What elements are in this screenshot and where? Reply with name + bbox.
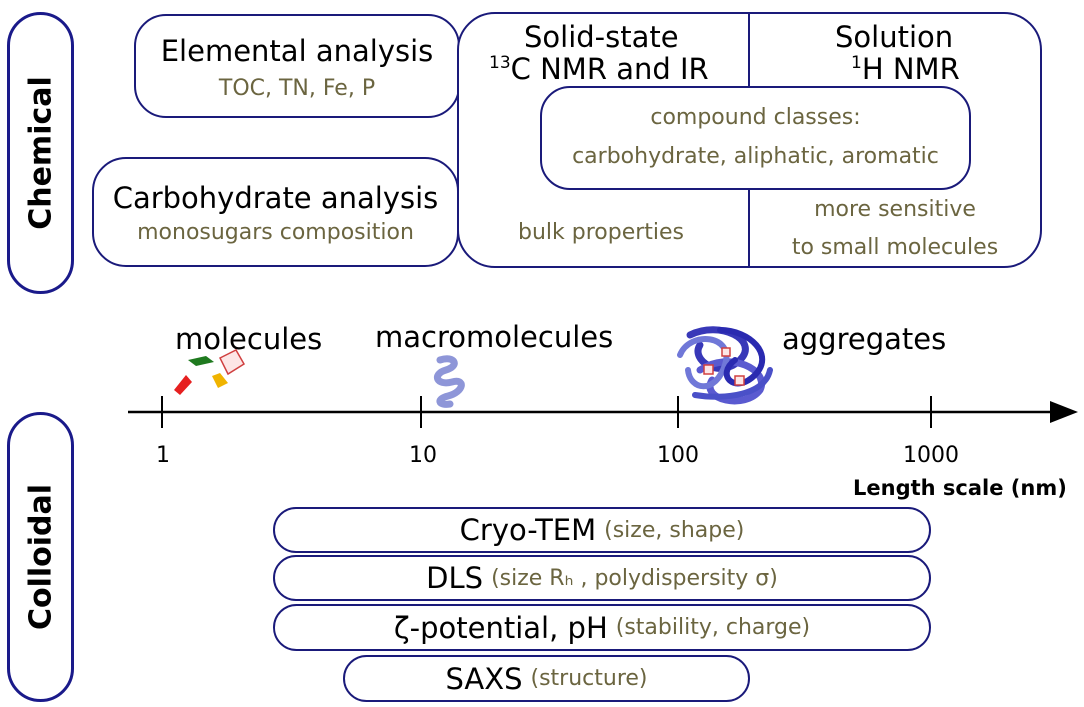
tick-label-10: 10 xyxy=(409,443,437,468)
elemental-analysis-title: Elemental analysis xyxy=(160,34,434,68)
solid-state-line1: Solid-state xyxy=(524,20,679,54)
method-saxs: SAXS (structure) xyxy=(343,655,750,702)
bulk-properties: bulk properties xyxy=(518,220,685,245)
compound-classes-box: compound classes: carbohydrate, aliphati… xyxy=(540,86,971,190)
sensitive-line1: more sensitive xyxy=(814,197,976,222)
solution-line1: Solution xyxy=(835,20,954,54)
aggregate-icon xyxy=(677,326,773,405)
colloidal-side-box: Colloidal xyxy=(7,412,74,702)
compound-classes-line2: carbohydrate, aliphatic, aromatic xyxy=(572,144,939,169)
tick-label-1: 1 xyxy=(156,443,170,468)
axis-label: Length scale (nm) xyxy=(853,476,1067,500)
method-cryo-tem-detail: (size, shape) xyxy=(604,517,745,543)
compound-classes-line1: compound classes: xyxy=(650,105,861,130)
axis-arrowhead xyxy=(1050,401,1078,423)
molecule-green-icon xyxy=(188,356,214,366)
scale-category-aggregates: aggregates xyxy=(782,322,947,356)
molecule-red-icon xyxy=(174,375,192,395)
method-zeta-potential: ζ-potential, pH (stability, charge) xyxy=(273,604,931,651)
method-zeta-potential-detail: (stability, charge) xyxy=(615,615,811,640)
method-dls: DLS (size Rₕ , polydispersity σ) xyxy=(273,555,931,601)
nmr-divider-top xyxy=(748,13,750,95)
carbohydrate-analysis-detail: monosugars composition xyxy=(137,220,414,245)
solid-state-sup: 13 xyxy=(489,53,511,73)
method-dls-detail: (size Rₕ , polydispersity σ) xyxy=(491,565,778,591)
method-cryo-tem-name: Cryo-TEM xyxy=(459,513,597,547)
macromolecule-icon xyxy=(434,355,465,408)
method-saxs-name: SAXS xyxy=(445,661,523,696)
solid-state-line2-text: C NMR and IR xyxy=(510,52,709,86)
chemical-side-label: Chemical xyxy=(23,76,58,230)
scale-category-macromolecules: macromolecules xyxy=(375,320,614,354)
solid-state-line2: 13C NMR and IR xyxy=(489,52,709,86)
tick-label-100: 100 xyxy=(657,443,699,468)
nmr-divider-bottom xyxy=(748,190,750,267)
elemental-analysis-box: Elemental analysis TOC, TN, Fe, P xyxy=(134,14,460,118)
method-dls-name: DLS xyxy=(426,561,484,595)
molecule-yellow-icon xyxy=(212,373,228,388)
carbohydrate-analysis-box: Carbohydrate analysis monosugars composi… xyxy=(92,157,459,267)
method-zeta-potential-name: ζ-potential, pH xyxy=(393,610,608,645)
solution-sup: 1 xyxy=(851,53,862,73)
carbohydrate-analysis-title: Carbohydrate analysis xyxy=(112,181,439,215)
method-cryo-tem: Cryo-TEM (size, shape) xyxy=(273,507,931,553)
elemental-analysis-detail: TOC, TN, Fe, P xyxy=(218,76,376,101)
solution-line2-text: H NMR xyxy=(861,52,960,86)
sensitive-line2: to small molecules xyxy=(791,235,999,260)
method-saxs-detail: (structure) xyxy=(530,666,648,691)
solution-line2: 1H NMR xyxy=(851,52,960,86)
colloidal-side-label: Colloidal xyxy=(23,483,58,631)
chemical-side-box: Chemical xyxy=(7,12,74,294)
scale-category-molecules: molecules xyxy=(175,322,323,356)
tick-label-1000: 1000 xyxy=(903,443,959,468)
